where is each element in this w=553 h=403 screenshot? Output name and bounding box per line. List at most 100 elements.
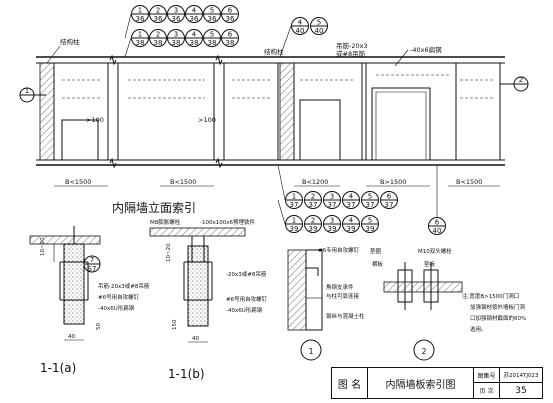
dim-b3: B<1200 xyxy=(302,178,328,186)
label-hanger-bar: 吊筋-20x3 xyxy=(336,41,368,50)
index-ref-bot2-2-sheet: 39 xyxy=(328,225,337,233)
index-ref-top2-3-number: 4 xyxy=(192,31,197,39)
dim-40-a: 40 xyxy=(68,334,75,340)
detail-ref-s7: S7 xyxy=(88,265,97,273)
dim-b5: B<1500 xyxy=(456,178,482,186)
elevation-title: 内隔墙立面索引 xyxy=(112,200,196,215)
index-ref-bot2-1: 239 xyxy=(304,215,322,233)
index-ref-top1-0-number: 1 xyxy=(138,7,142,15)
label-screw-b: #6号用自攻螺钉 xyxy=(226,295,268,303)
index-ref-top2-1-number: 2 xyxy=(156,31,160,39)
index-ref-bot1-1-sheet: 37 xyxy=(309,201,318,209)
title-name-label: 图 名 xyxy=(332,368,368,398)
index-ref-bot2-0: 139 xyxy=(285,215,303,233)
index-ref-top3-1-number: 5 xyxy=(317,19,321,27)
title-drawing-name: 内隔墙板索引图 xyxy=(368,368,474,398)
index-ref-bot1-5-sheet: 37 xyxy=(385,201,394,209)
note-line-4: 选用。 xyxy=(470,325,487,333)
index-ref-bot2-3-number: 4 xyxy=(349,217,354,225)
index-ref-bot1-3-number: 4 xyxy=(349,193,354,201)
index-ref-bot1-1: 237 xyxy=(304,191,322,209)
label-expansion-bolt: M8膨胀螺栓 xyxy=(150,218,181,226)
section-title-b: 1-1(b) xyxy=(168,367,205,381)
index-ref-top2-2-sheet: 38 xyxy=(172,39,181,47)
index-ref-right-number: 6 xyxy=(435,219,440,227)
index-ref-top2-1-sheet: 38 xyxy=(154,39,163,47)
index-ref-top2-3-sheet: 38 xyxy=(190,39,199,47)
label-det1-angle: 角钢支承件 xyxy=(326,283,354,291)
section-marker-left-label: 1 xyxy=(25,87,29,95)
label-hanger-b: -20x3或#8吊筋 xyxy=(226,270,267,278)
index-ref-top2-4-sheet: 38 xyxy=(208,39,217,47)
index-ref-top2-4: 538 xyxy=(203,29,221,47)
section-marker-right-label: 2 xyxy=(519,76,523,84)
label-hanger-bar-alt: 或#8吊筋 xyxy=(336,49,366,58)
dim-10-20-a: 10~20 xyxy=(40,237,46,256)
label-hanger-a: 吊筋-20x3或#8吊筋 xyxy=(98,282,150,290)
index-ref-top2-2: 338 xyxy=(167,29,185,47)
detail-1-marker xyxy=(300,339,322,361)
dim-b4: B>1500 xyxy=(380,178,406,186)
index-ref-bot2-4: 539 xyxy=(361,215,379,233)
label-flat-b: -40x6U形扁钢 xyxy=(226,306,263,314)
index-ref-bot1-4-sheet: 37 xyxy=(366,201,375,209)
title-page-number: 35 xyxy=(515,385,527,396)
label-det1-joint: 钢丝与混凝土柱 xyxy=(326,312,365,320)
detail-2-marker xyxy=(413,339,435,361)
title-page-label: 页 次 xyxy=(474,383,500,398)
index-references: 1362363364365366361382383384385386384405… xyxy=(124,5,446,235)
detail-1: #6专用自攻螺钉 角钢支承件 与柱可靠连接 钢丝与混凝土柱 1 xyxy=(287,246,365,361)
label-structural-column-2: 结构柱 xyxy=(264,47,284,56)
elevation-view: 1 2 结构柱 结构柱 吊筋-20x3 或#8吊筋 -40x6扁钢 >100 >… xyxy=(19,37,529,215)
index-ref-bot2-3-sheet: 39 xyxy=(347,225,356,233)
index-ref-bot2-1-number: 2 xyxy=(311,217,315,225)
index-ref-top1-3: 436 xyxy=(185,5,203,23)
index-ref-top1-5-number: 6 xyxy=(228,7,233,15)
index-ref-top2-0: 138 xyxy=(131,29,149,47)
index-ref-top1-2: 336 xyxy=(167,5,185,23)
structural-column-mid xyxy=(279,62,295,161)
dim-40-b: 40 xyxy=(192,336,199,342)
index-ref-bot1-2-number: 3 xyxy=(330,193,334,201)
index-ref-bot1-1-number: 2 xyxy=(311,193,315,201)
index-ref-top2-4-number: 5 xyxy=(210,31,214,39)
dim-b2: B<1500 xyxy=(170,178,196,186)
index-ref-top2-0-number: 1 xyxy=(138,31,142,39)
index-ref-bot2-4-sheet: 39 xyxy=(366,225,375,233)
dim-10-20-b: 10~20 xyxy=(166,243,172,262)
index-ref-bot2-2: 339 xyxy=(323,215,341,233)
dim-b1: B<1500 xyxy=(65,178,91,186)
index-ref-top3-0-sheet: 40 xyxy=(296,27,305,35)
index-ref-bot1-0-number: 1 xyxy=(292,193,296,201)
label-flat-steel: -40x6扁钢 xyxy=(410,45,442,54)
detail-ref-7: 7 xyxy=(90,256,94,264)
index-ref-bot1-5-number: 6 xyxy=(387,193,392,201)
note-line-1: 注:宽度B>1500门洞口 xyxy=(462,292,519,300)
label-screw-a: #6号用自攻螺钉 xyxy=(98,293,140,301)
index-ref-top2-1: 238 xyxy=(149,29,167,47)
index-ref-top1-5-sheet: 36 xyxy=(226,15,235,23)
index-ref-bot1-5: 637 xyxy=(380,191,398,209)
index-ref-bot1-2: 337 xyxy=(323,191,341,209)
index-ref-top1-3-sheet: 36 xyxy=(190,15,199,23)
section-1-1a: 10~20 40 50 7 S7 吊筋-20x3或#8吊筋 #6号用自攻螺钉 -… xyxy=(29,226,150,375)
label-structural-column: 结构柱 xyxy=(60,37,80,46)
index-ref-top2-5-number: 6 xyxy=(228,31,233,39)
label-gt100-b: >100 xyxy=(198,116,216,124)
index-ref-bot2-2-number: 3 xyxy=(330,217,334,225)
index-ref-right: 640 xyxy=(428,217,446,235)
index-ref-top3-1-sheet: 40 xyxy=(315,27,324,35)
index-ref-bot1-4: 537 xyxy=(361,191,379,209)
label-det2-bolt2: 垫板 xyxy=(424,260,436,268)
dim-150-b: 150 xyxy=(172,319,178,330)
index-ref-bot2-1-sheet: 39 xyxy=(309,225,318,233)
index-ref-top1-2-sheet: 36 xyxy=(172,15,181,23)
index-ref-top1-1-number: 2 xyxy=(156,7,160,15)
index-ref-bot1-0: 137 xyxy=(285,191,303,209)
index-ref-top1-5: 636 xyxy=(221,5,239,23)
index-ref-top1-1: 236 xyxy=(149,5,167,23)
index-ref-bot2-3: 439 xyxy=(342,215,360,233)
note-line-3: 口加强钢材截面的60% xyxy=(470,314,526,322)
